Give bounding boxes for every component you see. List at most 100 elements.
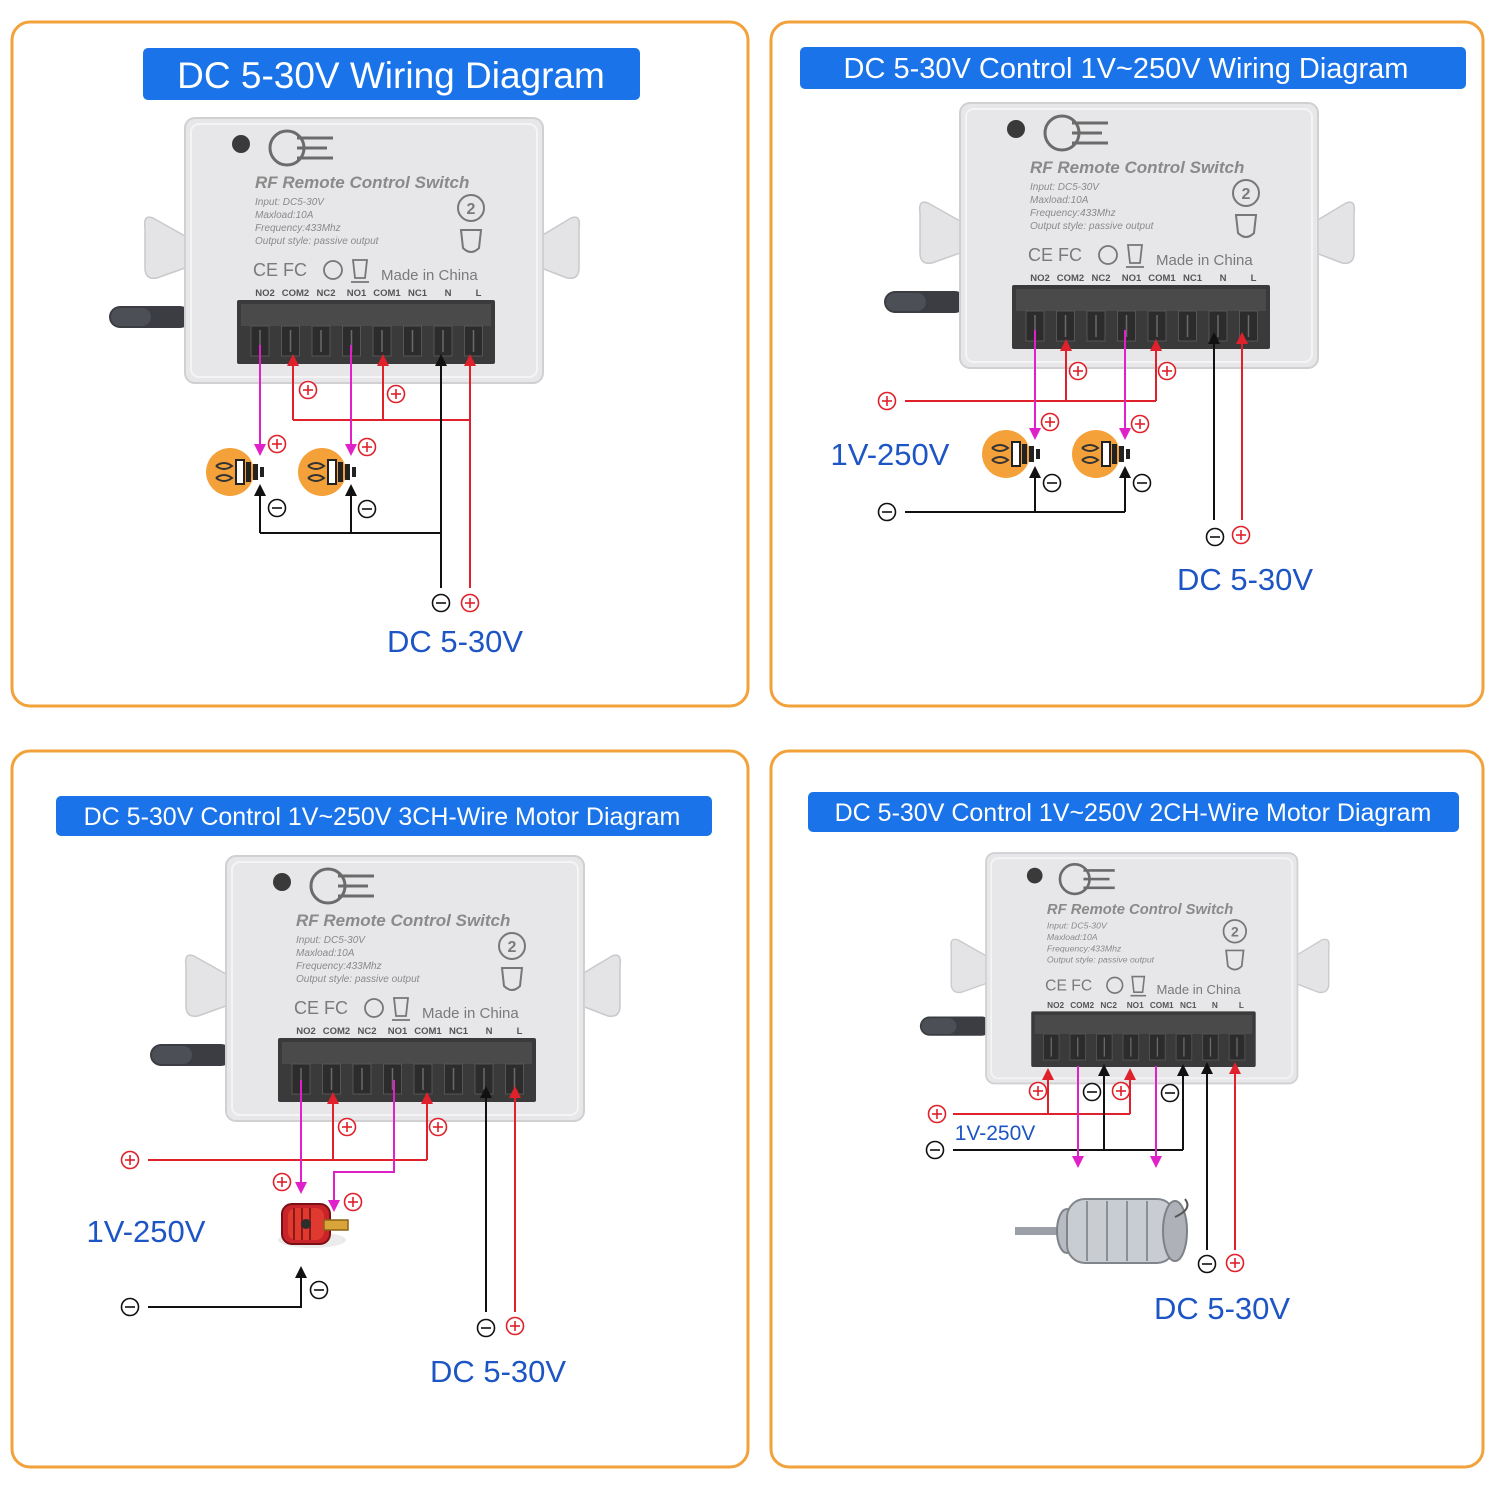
device-spec-line: Output style: passive output xyxy=(1030,221,1155,232)
terminal-label: NC2 xyxy=(1091,273,1110,284)
panel-3-frame xyxy=(10,749,750,1469)
device-spec-line: Maxload:10A xyxy=(296,948,355,959)
minus-symbol-icon xyxy=(1132,473,1152,493)
device-spec-line: Frequency:433Mhz xyxy=(296,961,382,972)
minus-symbol-icon xyxy=(1160,1083,1180,1103)
weee-bin-icon xyxy=(1130,975,1147,997)
panel-1-wiring xyxy=(254,345,476,588)
terminal-label: L xyxy=(1251,273,1257,284)
panel-4-load-voltage-label: 1V-250V xyxy=(955,1122,1036,1145)
terminal-label: N xyxy=(486,1026,493,1037)
plus-symbol-icon xyxy=(460,593,480,613)
terminal-label: COM2 xyxy=(1070,1001,1094,1010)
plus-symbol-icon xyxy=(1111,1081,1131,1101)
remote-logo-icon xyxy=(1058,863,1115,896)
channel-count: 2 xyxy=(508,939,517,956)
panel-2-wiring xyxy=(905,330,1248,520)
panel-3-title: DC 5-30V Control 1V~250V 3CH-Wire Motor … xyxy=(84,803,681,831)
terminal-label: NO1 xyxy=(388,1026,408,1037)
terminal-block-cover xyxy=(241,304,491,326)
device-spec-line: Maxload:10A xyxy=(255,210,314,221)
certification-marks: CE FC xyxy=(253,260,307,280)
terminal-label: N xyxy=(445,288,452,299)
channel-badge-icon xyxy=(1232,179,1260,207)
remote-logo-icon xyxy=(1043,114,1108,152)
device-spec-line: Input: DC5-30V xyxy=(1047,921,1108,931)
terminal-label: NC1 xyxy=(449,1026,469,1037)
panel-2-title: DC 5-30V Control 1V~250V Wiring Diagram xyxy=(844,53,1409,85)
weee-bin-icon xyxy=(1126,244,1144,268)
minus-symbol-icon xyxy=(309,1280,329,1300)
minus-symbol-icon xyxy=(1205,527,1225,547)
plus-symbol-icon xyxy=(120,1150,140,1170)
plus-symbol-icon xyxy=(1157,361,1177,381)
plus-symbol-icon xyxy=(1225,1253,1245,1273)
minus-symbol-icon xyxy=(476,1318,496,1338)
panel-1-title: DC 5-30V Wiring Diagram xyxy=(177,55,605,96)
recycle-icon xyxy=(364,998,384,1018)
made-in-label: Made in China xyxy=(1157,982,1242,997)
minus-symbol-icon xyxy=(267,498,287,518)
made-in-label: Made in China xyxy=(422,1005,519,1022)
panel-4-title: DC 5-30V Control 1V~250V 2CH-Wire Motor … xyxy=(835,799,1432,827)
terminal-label: COM1 xyxy=(414,1026,442,1037)
panel-4-title-bg xyxy=(808,792,1459,832)
recycle-icon xyxy=(1106,976,1124,994)
device-title: RF Remote Control Switch xyxy=(1047,902,1233,918)
rohs-icon xyxy=(500,967,524,991)
terminal-label: NO1 xyxy=(347,288,367,299)
plus-symbol-icon xyxy=(1028,1081,1048,1101)
terminal-label: N xyxy=(1212,1001,1218,1010)
terminal-label: N xyxy=(1220,273,1227,284)
status-led-icon xyxy=(1026,867,1043,884)
recycle-icon xyxy=(323,260,343,280)
channel-badge-icon xyxy=(457,194,485,222)
plus-symbol-icon xyxy=(1068,361,1088,381)
terminal-label: L xyxy=(517,1026,523,1037)
recycle-icon xyxy=(1098,245,1118,265)
plus-symbol-icon xyxy=(428,1117,448,1137)
plus-symbol-icon xyxy=(343,1192,363,1212)
terminal-label: COM1 xyxy=(1148,273,1176,284)
made-in-label: Made in China xyxy=(1156,252,1253,269)
panel-4-motor xyxy=(1015,1198,1189,1264)
terminal-label: NO2 xyxy=(1047,1001,1064,1010)
terminal-label: NO1 xyxy=(1122,273,1142,284)
minus-symbol-icon xyxy=(357,499,377,519)
rohs-icon xyxy=(459,229,483,253)
plus-symbol-icon xyxy=(1040,412,1060,432)
terminal-label: NC2 xyxy=(1100,1001,1117,1010)
terminal-label: NO2 xyxy=(1030,273,1050,284)
minus-symbol-icon xyxy=(431,593,451,613)
terminal-block-cover xyxy=(282,1042,532,1064)
plus-symbol-icon xyxy=(505,1316,525,1336)
channel-count: 2 xyxy=(467,201,476,218)
minus-symbol-icon xyxy=(1197,1254,1217,1274)
plus-symbol-icon xyxy=(272,1172,292,1192)
certification-marks: CE FC xyxy=(1028,245,1082,265)
status-led-icon xyxy=(232,135,250,153)
status-led-icon xyxy=(1007,120,1025,138)
panel-3-load-voltage-label: 1V-250V xyxy=(87,1214,206,1249)
panel-4-wiring xyxy=(953,1062,1241,1250)
terminal-label: NC1 xyxy=(1183,273,1203,284)
device-spec-line: Frequency:433Mhz xyxy=(1030,208,1116,219)
device-spec-line: Maxload:10A xyxy=(1030,195,1089,206)
device-spec-line: Output style: passive output xyxy=(296,974,421,985)
panel-1-title-bg xyxy=(143,48,640,100)
panel-1-supply-label: DC 5-30V xyxy=(387,624,523,659)
plus-symbol-icon xyxy=(1231,525,1251,545)
device-spec-line: Frequency:433Mhz xyxy=(1047,943,1122,953)
minus-symbol-icon xyxy=(925,1140,945,1160)
channel-badge-icon xyxy=(498,932,526,960)
minus-symbol-icon xyxy=(877,502,897,522)
weee-bin-icon xyxy=(392,997,410,1021)
terminal-label: NC1 xyxy=(1180,1001,1197,1010)
device-spec-line: Input: DC5-30V xyxy=(296,935,366,946)
plus-symbol-icon xyxy=(337,1117,357,1137)
panel-2-supply-label: DC 5-30V xyxy=(1177,562,1313,597)
panel-2-lamp-2 xyxy=(1071,429,1131,479)
